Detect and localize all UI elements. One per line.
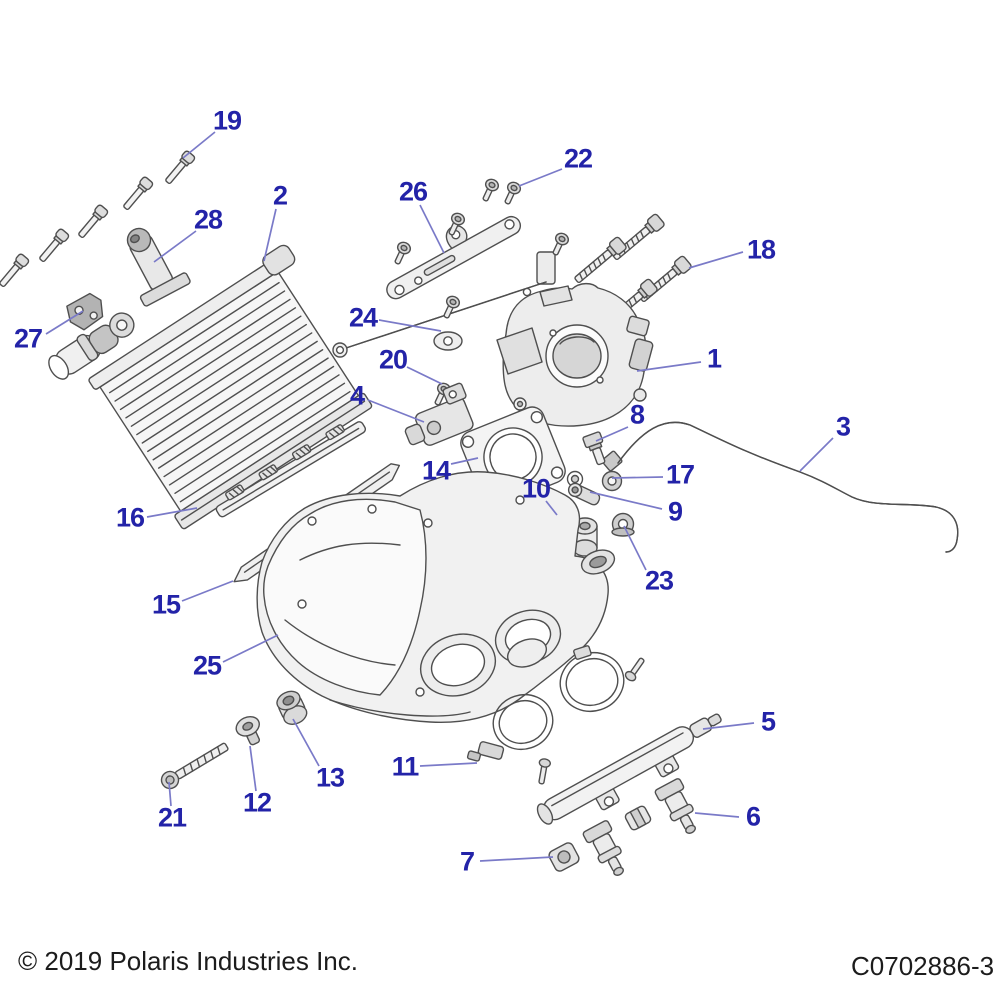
callout-23[interactable]: 23 (644, 565, 674, 596)
part-clamp-27 (66, 292, 104, 331)
leader-line-8 (595, 426, 629, 442)
leader-line-19 (182, 131, 216, 159)
part-clamps-11 (466, 638, 648, 786)
leader-line-6 (694, 812, 740, 818)
leader-line-26 (419, 204, 445, 254)
leader-line-12 (249, 745, 257, 792)
callout-9[interactable]: 9 (667, 496, 683, 527)
drawing-number: C0702886-3 (851, 951, 995, 981)
leader-line-7 (479, 856, 554, 862)
callout-21[interactable]: 21 (157, 802, 187, 833)
part-mount-rail (215, 421, 367, 518)
leader-line-9 (589, 491, 663, 510)
part-injectors (548, 777, 706, 882)
leader-line-20 (406, 366, 443, 385)
leader-line-2 (263, 208, 277, 262)
callout-14[interactable]: 14 (421, 455, 451, 486)
leader-line-1 (636, 361, 702, 372)
leader-line-22 (518, 168, 563, 187)
leader-line-14 (450, 457, 479, 465)
callout-27[interactable]: 27 (13, 323, 43, 354)
part-bracket-28 (126, 227, 191, 307)
leader-line-15 (181, 580, 234, 602)
leader-line-21 (168, 781, 172, 807)
leader-line-10 (545, 500, 558, 516)
part-hose-3 (601, 421, 959, 553)
callout-28[interactable]: 28 (193, 204, 223, 235)
part-washer-12 (235, 715, 261, 746)
leader-line-16 (146, 507, 198, 518)
part-oil-cooler (48, 244, 373, 530)
callout-22[interactable]: 22 (563, 143, 593, 174)
callout-3[interactable]: 3 (835, 411, 851, 442)
part-bushing-13 (276, 690, 308, 725)
callout-10[interactable]: 10 (521, 473, 551, 504)
leader-line-28 (153, 230, 197, 263)
callout-24[interactable]: 24 (348, 302, 378, 333)
part-throttle-body (496, 282, 654, 427)
leader-line-27 (45, 310, 84, 335)
callout-6[interactable]: 6 (745, 801, 761, 832)
leader-line-25 (222, 634, 279, 663)
part-bracket-24 (332, 251, 556, 358)
part-fuel-rail (536, 713, 722, 825)
callout-17[interactable]: 17 (665, 459, 695, 490)
callout-2[interactable]: 2 (272, 180, 288, 211)
leader-line-23 (623, 525, 647, 571)
callout-8[interactable]: 8 (629, 399, 645, 430)
callout-15[interactable]: 15 (151, 589, 181, 620)
leader-line-17 (611, 476, 664, 479)
leader-line-18 (688, 251, 744, 269)
leader-line-4 (367, 399, 425, 423)
leader-line-5 (702, 722, 755, 730)
callout-4[interactable]: 4 (349, 380, 365, 411)
leader-line-11 (419, 762, 478, 767)
callout-19[interactable]: 19 (212, 105, 242, 136)
callout-20[interactable]: 20 (378, 344, 408, 375)
part-bolt-21 (160, 742, 229, 790)
copyright-text: © 2019 Polaris Industries Inc. (18, 946, 358, 976)
callout-5[interactable]: 5 (760, 706, 776, 737)
callout-26[interactable]: 26 (398, 176, 428, 207)
callout-25[interactable]: 25 (192, 650, 222, 681)
callout-12[interactable]: 12 (242, 787, 272, 818)
leader-line-3 (799, 437, 834, 472)
part-bracket-26 (386, 215, 522, 300)
leader-line-24 (378, 319, 442, 332)
leader-line-13 (292, 718, 320, 767)
callout-1[interactable]: 1 (706, 343, 722, 374)
callout-11[interactable]: 11 (391, 751, 420, 782)
callout-7[interactable]: 7 (459, 846, 475, 877)
part-sensor-4 (404, 380, 474, 446)
callout-13[interactable]: 13 (315, 762, 345, 793)
callout-18[interactable]: 18 (746, 234, 776, 265)
callout-16[interactable]: 16 (115, 502, 145, 533)
